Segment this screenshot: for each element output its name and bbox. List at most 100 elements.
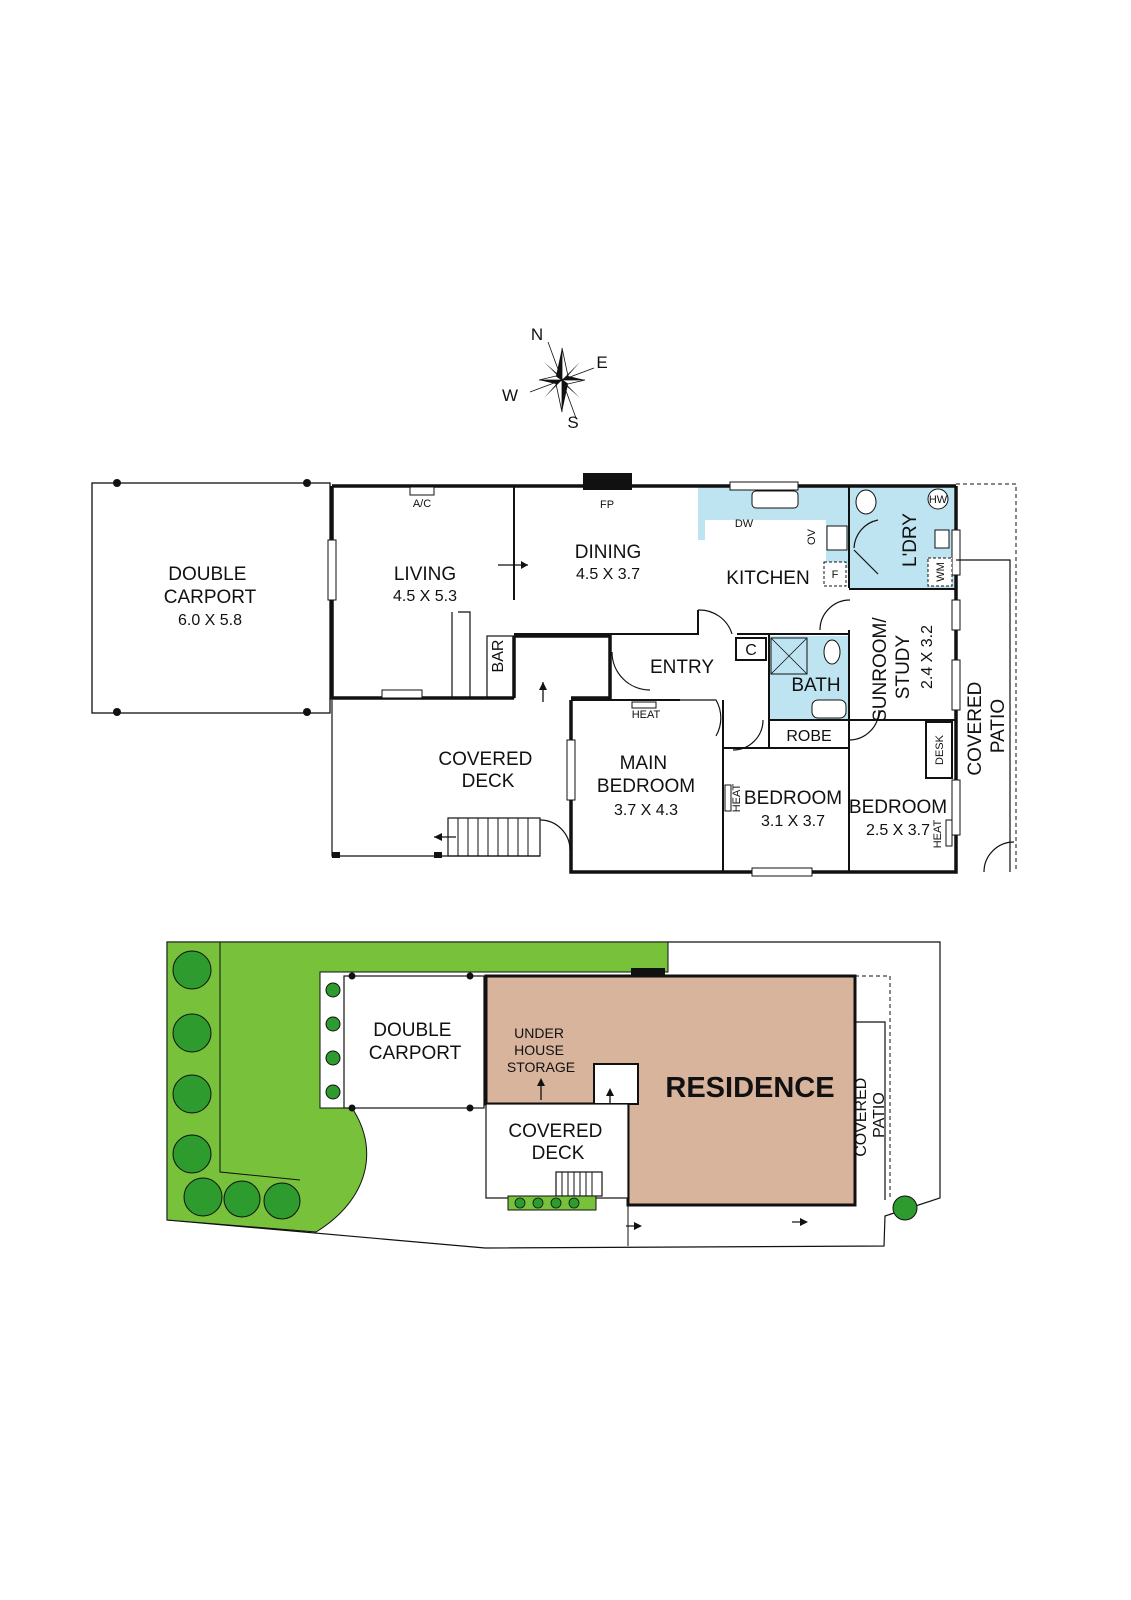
site-covered-deck-line-2: DECK bbox=[532, 1143, 585, 1164]
kitchen-bench-area bbox=[698, 487, 849, 568]
fireplace-label: FP bbox=[600, 499, 614, 511]
kitchen-label: KITCHEN bbox=[726, 568, 809, 589]
toilet-bath bbox=[823, 639, 841, 665]
covered-patio-name-line-1: COVERED bbox=[965, 682, 986, 776]
toilet-laundry bbox=[855, 489, 877, 515]
covered-deck-area bbox=[331, 700, 541, 858]
washing-machine-label: WM bbox=[935, 562, 947, 582]
shrub-icon bbox=[325, 1016, 341, 1032]
double-carport-size: 6.0 X 5.8 bbox=[178, 612, 242, 629]
compass-star-icon bbox=[529, 341, 595, 419]
shrub-icon bbox=[325, 1050, 341, 1066]
lawn-area bbox=[166, 941, 669, 1233]
site-double-carport bbox=[343, 975, 485, 1109]
site-double-carport-line-2: CARPORT bbox=[369, 1043, 462, 1064]
heat-bed3-label: HEAT bbox=[932, 819, 944, 848]
compass-rose: N E S W bbox=[502, 325, 608, 432]
bath-label: BATH bbox=[791, 675, 840, 696]
hot-water-label: HW bbox=[929, 494, 948, 506]
garden-bed-line bbox=[219, 942, 301, 1181]
tree-icon bbox=[172, 950, 212, 990]
site-double-carport-label: DOUBLE CARPORT bbox=[369, 1020, 462, 1064]
ac-label: A/C bbox=[413, 498, 431, 510]
washing-machine-box bbox=[927, 557, 953, 587]
site-deck-stairs bbox=[555, 1171, 603, 1197]
tree-icon bbox=[183, 1177, 223, 1217]
desk-label: DESK bbox=[934, 734, 946, 765]
trees bbox=[172, 950, 918, 1221]
hot-water-unit bbox=[927, 488, 949, 510]
site-covered-patio-line-1: COVERED bbox=[853, 1078, 870, 1157]
bedroom-3-size: 2.5 X 3.7 bbox=[866, 822, 930, 839]
tree-icon bbox=[263, 1182, 301, 1220]
compass-north-label: N bbox=[531, 325, 543, 344]
bar-label: BAR bbox=[490, 640, 507, 673]
dining-size: 4.5 X 3.7 bbox=[576, 566, 640, 583]
doors bbox=[498, 519, 1015, 873]
compass-west-label: W bbox=[502, 386, 518, 405]
oven-label: OV bbox=[806, 528, 818, 545]
bedroom-2-size: 3.1 X 3.7 bbox=[761, 813, 825, 830]
double-carport-label: DOUBLE CARPORT bbox=[164, 564, 257, 608]
covered-patio-label: COVERED PATIO bbox=[965, 676, 1009, 775]
storage-line-1: UNDER bbox=[514, 1025, 564, 1041]
main-bedroom-name-line-2: BEDROOM bbox=[597, 776, 695, 797]
laundry-label: L'DRY bbox=[900, 513, 921, 567]
laundry-trough bbox=[934, 529, 950, 549]
cupboard-label: C bbox=[745, 642, 757, 659]
sunroom-size: 2.4 X 3.2 bbox=[919, 625, 936, 689]
compass-east-label: E bbox=[596, 353, 607, 372]
dining-label: DINING bbox=[575, 542, 642, 563]
covered-patio-area bbox=[956, 483, 1017, 872]
kitchen-sink bbox=[751, 490, 799, 509]
tree-icon bbox=[892, 1195, 918, 1221]
residence-label: RESIDENCE bbox=[665, 1072, 834, 1104]
shrub-icon bbox=[325, 982, 341, 998]
fireplace bbox=[583, 473, 632, 490]
shrub-icon bbox=[325, 1084, 341, 1100]
entry-label: ENTRY bbox=[650, 657, 714, 678]
cooktop bbox=[826, 525, 848, 551]
under-house-storage-label: UNDER HOUSE STORAGE bbox=[507, 1025, 575, 1075]
compass-south-label: S bbox=[567, 413, 578, 432]
robe-label: ROBE bbox=[786, 728, 831, 745]
sunroom-label: SUNROOM/ STUDY bbox=[870, 612, 914, 722]
double-carport-name-line-1: DOUBLE bbox=[168, 564, 246, 585]
bar-counter bbox=[451, 611, 515, 699]
site-entry-notch bbox=[593, 1063, 639, 1105]
fridge-box bbox=[823, 561, 847, 587]
heat-main-label: HEAT bbox=[632, 709, 661, 721]
tree-icon bbox=[172, 1134, 212, 1174]
sunroom-name-line-1: SUNROOM/ bbox=[870, 617, 891, 722]
site-covered-deck-label: COVERED DECK bbox=[508, 1121, 607, 1164]
main-bedroom-label: MAIN BEDROOM bbox=[597, 753, 695, 797]
sunroom-name-line-2: STUDY bbox=[893, 634, 914, 699]
windows bbox=[327, 481, 961, 877]
covered-deck-name-line-1: COVERED bbox=[438, 749, 532, 770]
site-plan: DOUBLE CARPORT RESIDENCE UNDER HOUSE STO… bbox=[166, 941, 941, 1249]
covered-deck-name-line-2: DECK bbox=[462, 771, 515, 792]
site-double-carport-line-1: DOUBLE bbox=[373, 1020, 451, 1041]
site-covered-deck-line-1: COVERED bbox=[508, 1121, 602, 1142]
storage-line-3: STORAGE bbox=[507, 1059, 575, 1075]
heater-markers bbox=[409, 486, 953, 847]
floor-plan: DOUBLE CARPORT 6.0 X 5.8 LIVING 4.5 X 5.… bbox=[91, 473, 1017, 877]
site-covered-patio-label: COVERED PATIO bbox=[853, 1073, 888, 1157]
site-covered-deck bbox=[485, 1103, 629, 1199]
tree-icon bbox=[223, 1180, 261, 1218]
dishwasher-label: DW bbox=[735, 518, 754, 530]
bedroom-3-label: BEDROOM bbox=[849, 797, 947, 818]
tree-icon bbox=[172, 1074, 212, 1114]
bedroom-2-label: BEDROOM bbox=[744, 788, 842, 809]
fridge-label: F bbox=[832, 569, 839, 581]
site-covered-patio-line-2: PATIO bbox=[871, 1092, 888, 1138]
double-carport-name-line-2: CARPORT bbox=[164, 587, 257, 608]
storage-line-2: HOUSE bbox=[514, 1042, 564, 1058]
heat-bed2-label: HEAT bbox=[731, 783, 743, 812]
covered-patio-name-line-2: PATIO bbox=[988, 699, 1009, 753]
covered-deck-label: COVERED DECK bbox=[438, 749, 537, 792]
kitchen-fixtures bbox=[751, 488, 953, 719]
tree-icon bbox=[172, 1013, 212, 1053]
interior-walls bbox=[513, 486, 956, 872]
